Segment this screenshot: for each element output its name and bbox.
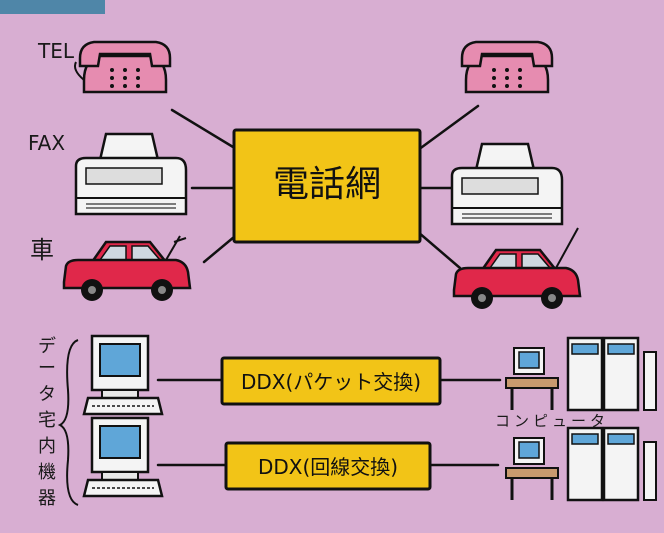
ddx-circuit-box: DDX(回線交換) <box>224 441 432 491</box>
svg-text:宅: 宅 <box>38 410 56 431</box>
svg-text:ー: ー <box>38 358 56 379</box>
line-tel-right <box>416 104 480 152</box>
fax-label: FAX <box>28 131 65 155</box>
data-terminal-icon-upper <box>82 334 164 416</box>
computer-icon-upper <box>505 336 657 412</box>
computer-icon-lower <box>505 426 657 502</box>
svg-text:タ: タ <box>38 384 56 405</box>
connector-lines <box>156 104 502 467</box>
line-car-right <box>416 230 462 270</box>
svg-text:内: 内 <box>38 436 56 457</box>
computer-label: コンピュータ <box>495 412 609 430</box>
telephone-icon-right <box>460 40 554 94</box>
ddx-packet-box: DDX(パケット交換) <box>220 356 442 406</box>
telephone-network-box: 電話網 <box>232 128 422 244</box>
svg-text:デ: デ <box>38 336 56 357</box>
car-label: 車 <box>30 236 54 264</box>
svg-text:機: 機 <box>38 462 56 483</box>
fax-machine-icon-left <box>74 132 188 216</box>
car-icon-left <box>62 235 192 301</box>
telephone-network-label: 電話網 <box>273 164 381 205</box>
ddx-circuit-label: DDX(回線交換) <box>258 455 398 479</box>
telephone-icon-left <box>74 40 172 94</box>
data-terminal-label: デ ー タ 宅 内 機 器 <box>38 336 56 509</box>
ddx-packet-label: DDX(パケット交換) <box>241 370 421 394</box>
bracket-line <box>57 339 79 506</box>
data-terminal-icon-lower <box>82 416 164 498</box>
car-icon-right <box>452 227 582 309</box>
fax-machine-icon-right <box>450 142 564 226</box>
line-tel-left <box>170 108 240 152</box>
corner-tab <box>0 0 105 14</box>
svg-text:器: 器 <box>38 488 56 509</box>
tel-label: TEL <box>37 39 75 63</box>
